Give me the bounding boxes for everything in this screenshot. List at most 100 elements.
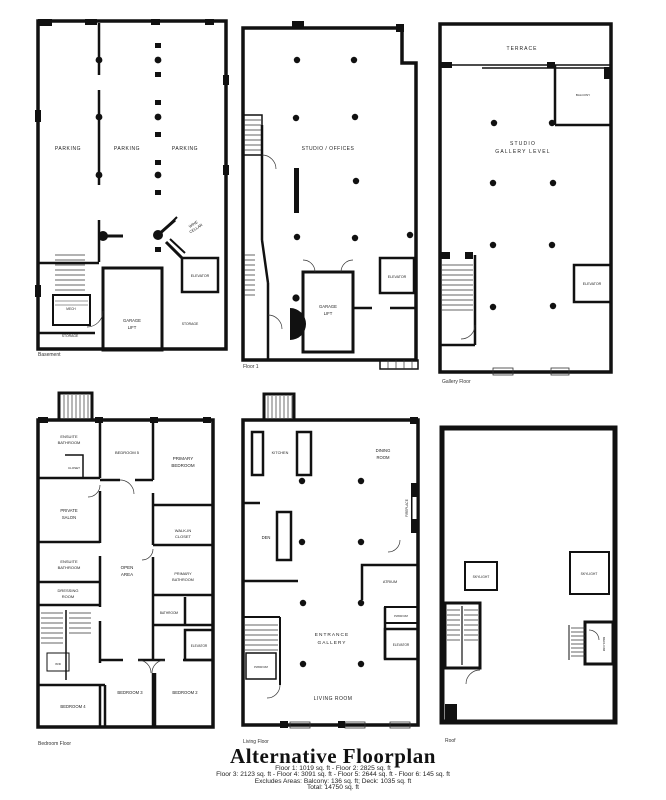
ensuite2-label-2: BATHROOM (58, 565, 81, 570)
kitchen-label: KITCHEN (272, 451, 289, 455)
roof-mech-room: MECH RM (568, 620, 615, 666)
roof-mech-label: MECH RM (602, 637, 606, 652)
bedroom-stairs: W/D (41, 610, 91, 680)
floor1-walls (241, 21, 418, 362)
elevator-label: ELEVATOR (583, 282, 602, 286)
skylight1-label: SKYLIGHT (473, 575, 490, 579)
basement-elevator: ELEVATOR (180, 256, 220, 294)
basement-caption: Basement (38, 352, 61, 358)
living-caption: Living Floor (243, 739, 269, 745)
studio-gallery-label-1: STUDIO (510, 141, 536, 147)
gallery-windows (492, 367, 570, 376)
pwdr-room-right: PWDR RM (384, 606, 419, 624)
ensuite2-label-1: ENSUITE (60, 559, 78, 564)
elevator-label: ELEVATOR (388, 275, 407, 279)
terrace-label: TERRACE (507, 46, 538, 52)
dining-room-label-1: DINING (376, 448, 391, 453)
garage-lift-label-1: GARAGE (319, 304, 337, 309)
living-columns (298, 477, 365, 668)
footer-total-line: Total: 14750 sq. ft (306, 784, 360, 792)
fireplace-label: FIREPLACE (405, 499, 409, 517)
parking-label-1: PARKING (55, 146, 81, 152)
floor1-plan: GARAGE LIFT ELEVATOR STUDIO / OFFICES Fl… (241, 21, 419, 370)
entrance-gallery-label-1: ENTRANCE (315, 632, 349, 638)
skylight-2: SKYLIGHT (569, 551, 610, 595)
living-room-label: LIVING ROOM (314, 696, 353, 702)
storage-label-left: STORAGE (62, 334, 79, 338)
basement-plan: WINE CELLAR ELEVATOR GARAGE LIFT MECH PA… (35, 19, 229, 358)
primary-bedroom-label-2: BEDROOM (171, 463, 195, 468)
balcony-note: BALCONY (576, 93, 590, 97)
walkin-closet-label-1: WALK-IN (175, 528, 192, 533)
open-area-label-2: AREA (121, 572, 133, 577)
elevator-label: ELEVATOR (191, 274, 210, 278)
sheet-footer: Alternative Floorplan Floor 1: 1019 sq. … (0, 746, 666, 792)
floor1-columns (292, 56, 414, 302)
primary-bath-label-1: PRIMARY (174, 572, 192, 576)
floor1-garage-lift: GARAGE LIFT (301, 259, 355, 354)
mech-room: MECH (52, 294, 91, 326)
bedroom-elevator: ELEVATOR (183, 628, 215, 662)
parking-label-2: PARKING (114, 146, 140, 152)
ensuite1-label-1: ENSUITE (60, 434, 78, 439)
open-area-label-1: OPEN (121, 565, 134, 570)
ensuite1-label-2: BATHROOM (58, 440, 81, 445)
basement-walls (35, 19, 229, 351)
living-plan: FIREPLACE PWDR RM ATRIUM PWDR RM ELEVATO… (241, 392, 420, 745)
gallery-plan: ELEVATOR TERRACE BALCONY STUDIO GALLERY … (438, 22, 613, 385)
private-salon-label-1: PRIVATE (60, 508, 78, 513)
mech-label: MECH (66, 307, 76, 311)
gallery-walls (438, 22, 613, 374)
gallery-columns (489, 119, 557, 311)
storage-label-right: STORAGE (182, 322, 199, 326)
roof-walls (439, 425, 618, 725)
footer-areas-line-1: Floor 1: 1019 sq. ft - Floor 2: 2825 sq.… (275, 765, 391, 772)
bathroom-label: BATHROOM (160, 611, 179, 615)
bedroom4-label: BEDROOM 4 (60, 704, 86, 709)
footer-areas-line-2: Floor 3: 2123 sq. ft - Floor 4: 3091 sq.… (216, 771, 450, 779)
atrium-label: ATRIUM (383, 580, 397, 584)
bedroom2-label: BEDROOM 2 (172, 690, 198, 695)
entrance-gallery-label-2: GALLERY (317, 640, 346, 646)
fireplace: FIREPLACE (387, 483, 418, 553)
parking-label-3: PARKING (172, 146, 198, 152)
floor1-caption: Floor 1 (243, 364, 259, 370)
atrium-room: ATRIUM (383, 580, 397, 584)
bedroom-caption: Bedroom Floor (38, 741, 71, 747)
garage-lift-label-1: GARAGE (123, 318, 141, 323)
washer-dryer-label: W/D (55, 662, 62, 666)
closet: CLOSET (65, 454, 84, 478)
garage-lift-label-2: LIFT (324, 311, 333, 316)
studio-offices-label: STUDIO / OFFICES (302, 146, 355, 152)
living-windows (280, 721, 411, 729)
wine-cellar: WINE CELLAR (161, 216, 204, 254)
den-label: DEN (262, 535, 271, 540)
bedroom3-label: BEDROOM 3 (117, 690, 143, 695)
living-stairs: PWDR RM (243, 616, 281, 699)
gallery-stairs (440, 252, 477, 347)
garage-lift-room: GARAGE LIFT (86, 266, 164, 352)
pwdr-right-label: PWDR RM (394, 614, 408, 618)
sheet-title: Alternative Floorplan (230, 744, 436, 768)
roof-stairs (443, 601, 482, 685)
walkin-closet-label-2: CLOSET (175, 534, 192, 539)
garage-lift-label-2: LIFT (128, 325, 137, 330)
primary-bath-label-2: BATHROOM (172, 578, 194, 582)
dressing-room-label-1: DRESSING (58, 588, 79, 593)
floor1-elevator: ELEVATOR (378, 256, 416, 295)
elevator-label: ELEVATOR (393, 643, 410, 647)
footer-exclusions-line: Excludes Areas: Balcony: 136 sq. ft; Dec… (254, 777, 412, 785)
primary-bedroom-label-1: PRIMARY (173, 456, 193, 461)
wine-cellar-label-2: CELLAR (189, 223, 204, 235)
pwdr-left-label: PWDR RM (254, 665, 268, 669)
skylight-1: SKYLIGHT (464, 561, 498, 591)
private-salon-label-2: SALON (62, 515, 76, 520)
basement-stairs (55, 254, 85, 296)
dressing-room-label-2: ROOM (62, 594, 74, 599)
living-elevator: ELEVATOR (383, 627, 420, 661)
skylight2-label: SKYLIGHT (581, 572, 598, 576)
floor1-stairs (242, 114, 283, 330)
roof-caption: Roof (445, 738, 456, 744)
kitchen-islands (250, 430, 313, 562)
